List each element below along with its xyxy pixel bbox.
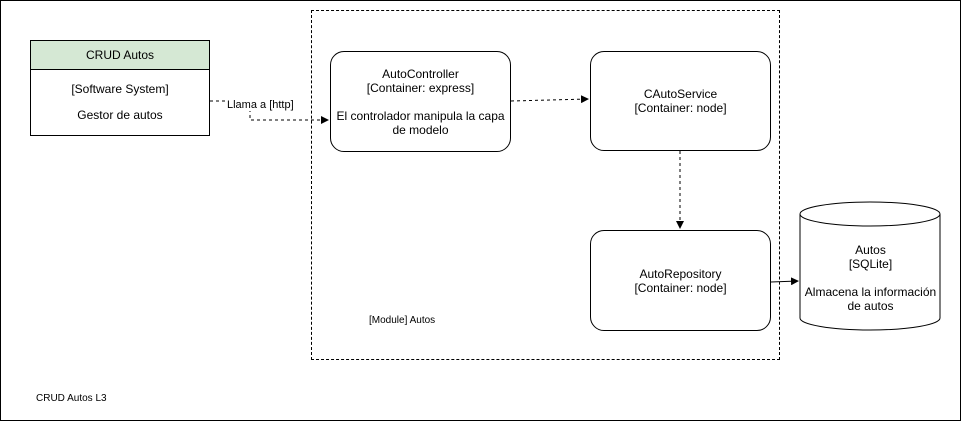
container-tech: [Container: node] (634, 280, 727, 295)
system-box: CRUD Autos [Software System] Gestor de a… (30, 40, 210, 136)
container-auto-controller: AutoController [Container: express] El c… (330, 51, 511, 152)
database-description: Almacena la información de autos (804, 285, 937, 313)
container-tech: [Container: node] (634, 101, 727, 115)
edge-controller-to-service (510, 95, 589, 104)
diagram-title: CRUD Autos L3 (36, 393, 107, 404)
system-description: Gestor de autos (77, 108, 163, 122)
container-name: AutoController (382, 66, 459, 81)
container-tech: [Container: express] (366, 80, 475, 95)
system-type: [Software System] (71, 82, 169, 96)
module-boundary (311, 10, 780, 360)
container-cauto-service: CAutoService [Container: node] (590, 51, 771, 151)
container-description: El controlador manipula la capa de model… (336, 108, 505, 137)
edge-repository-to-database (770, 277, 799, 286)
database-name: Autos (855, 243, 886, 257)
container-name: CAutoService (643, 87, 718, 101)
database-label: Autos [SQLite] Almacena la información d… (800, 243, 941, 313)
database-tech: [SQLite] (848, 257, 893, 271)
database-cylinder (799, 201, 941, 331)
module-label: [Module] Autos (369, 315, 436, 326)
system-name: CRUD Autos (31, 41, 209, 70)
container-name: AutoRepository (639, 266, 722, 281)
container-auto-repository: AutoRepository [Container: node] (590, 230, 771, 331)
edge-label-http: Llama a [http] (226, 99, 295, 111)
